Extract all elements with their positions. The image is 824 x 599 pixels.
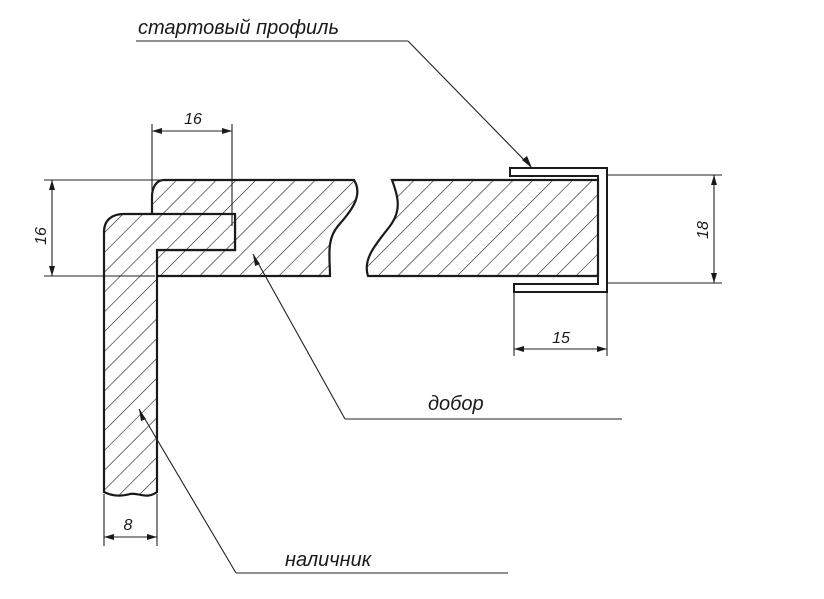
start-profile-channel [509, 167, 608, 293]
casing-profile [102, 212, 237, 497]
leader-start-profile: стартовый профиль [136, 17, 533, 169]
leader-casing: наличник [138, 408, 508, 574]
label-casing: наличник [285, 549, 373, 571]
dimension-casing-width: 8 [103, 494, 158, 546]
label-start-profile: стартовый профиль [138, 17, 339, 39]
extension-board-left [150, 178, 359, 278]
dimension-left-height: 16 [33, 179, 164, 277]
dimension-right-height: 18 [607, 174, 722, 284]
dimension-profile-width: 15 [513, 292, 608, 356]
dimension-profile-width-label: 15 [552, 330, 570, 347]
dimension-casing-width-label: 8 [124, 517, 133, 534]
dimension-top-width-label: 16 [184, 111, 202, 128]
extension-board-right [365, 178, 600, 278]
dimension-top-width: 16 [151, 111, 233, 226]
dimension-left-height-label: 16 [33, 227, 50, 245]
leader-extension: добор [252, 253, 622, 420]
label-extension: добор [428, 393, 484, 415]
dimension-right-height-label: 18 [695, 221, 712, 239]
